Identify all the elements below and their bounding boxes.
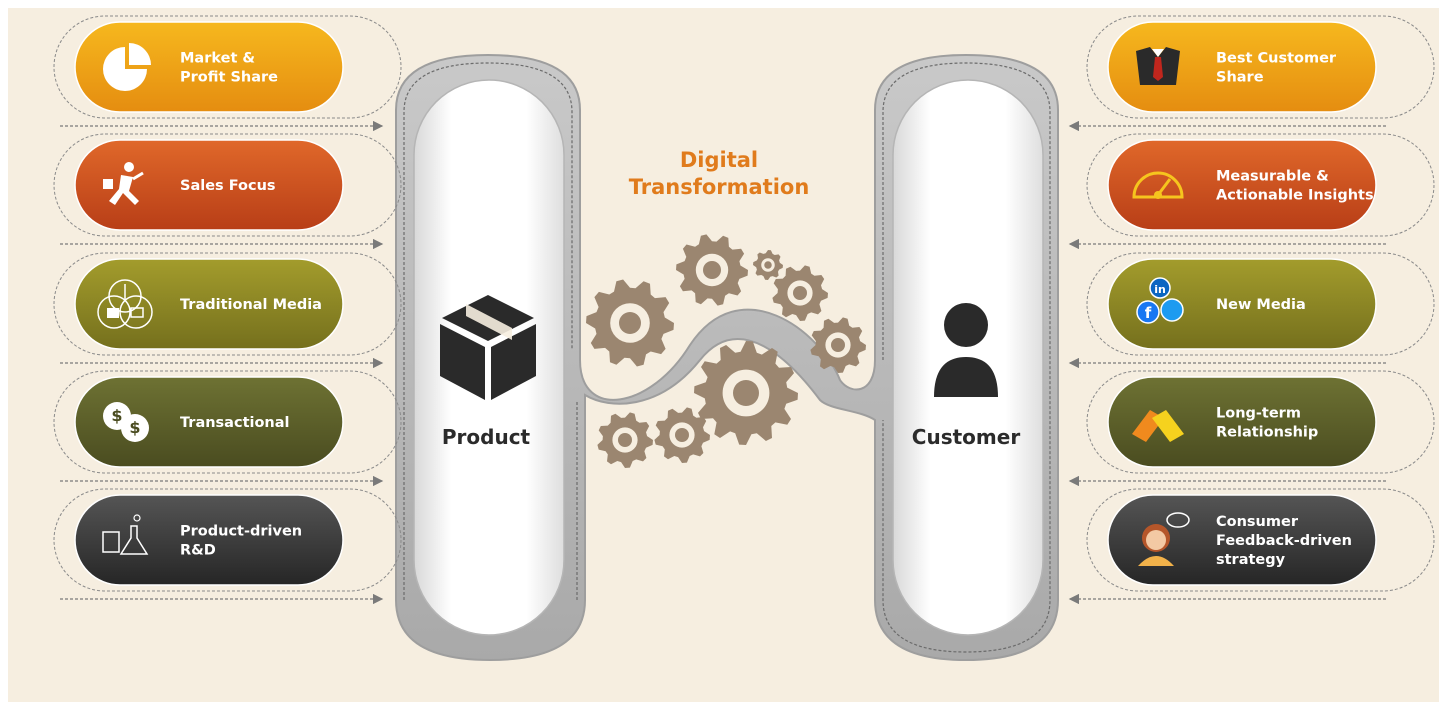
- left-pill-4: $$Transactional: [53, 370, 402, 487]
- left-pill-2-label-1: Sales Focus: [180, 178, 276, 194]
- left-pill-3: Traditional Media: [53, 252, 402, 369]
- svg-text:f: f: [1145, 304, 1152, 322]
- left-pill-1-label-1: Market &: [180, 51, 255, 67]
- left-pill-4-label-1: Transactional: [180, 415, 290, 431]
- social-media-icon: inf: [1136, 277, 1184, 324]
- woman-speech-icon: [1138, 512, 1190, 566]
- pie-chart-icon: [103, 43, 151, 91]
- right-pill-3-label-1: New Media: [1216, 297, 1306, 313]
- gear-3: [753, 250, 783, 280]
- gear-5: [810, 317, 866, 373]
- left-pill-5-label-2: R&D: [180, 543, 216, 559]
- right-pill-1-label-1: Best Customer: [1216, 51, 1337, 67]
- left-pill-1-label-2: Profit Share: [180, 70, 278, 86]
- title-line2: Transformation: [629, 175, 810, 199]
- person-icon: [934, 303, 998, 397]
- gear-8: [654, 407, 710, 463]
- right-pill-3: inf New Media: [1068, 252, 1435, 369]
- right-pill-5-label-3: strategy: [1216, 552, 1286, 568]
- box-icon: [440, 295, 536, 400]
- left-pill-5-label-1: Product-driven: [180, 524, 302, 540]
- digital-transformation-diagram: Product Customer Digital Transformation …: [53, 15, 1435, 662]
- customer-label: Customer: [912, 425, 1021, 449]
- dollar-coins-icon: $$: [103, 402, 149, 442]
- product-capsule: [413, 79, 565, 636]
- gear-4: [772, 265, 828, 321]
- left-pill-3-label-1: Traditional Media: [180, 297, 322, 313]
- suit-tie-icon: [1136, 47, 1180, 85]
- right-pill-5-label-1: Consumer: [1216, 514, 1299, 530]
- speedometer-icon: [1132, 171, 1184, 199]
- right-pill-2: Measurable & Actionable Insights: [1068, 133, 1435, 250]
- diagram-stage: Product Customer Digital Transformation …: [8, 8, 1439, 702]
- gear-2: [676, 234, 748, 306]
- title-line1: Digital: [680, 148, 758, 172]
- right-pill-4-label-2: Relationship: [1216, 425, 1318, 441]
- broadcast-media-icon: [97, 279, 153, 329]
- lab-flask-chip-icon: [102, 514, 149, 555]
- left-pill-1: Market & Profit Share: [53, 15, 402, 132]
- left-pill-2: Sales Focus: [53, 133, 402, 250]
- gears-cluster: [586, 234, 866, 468]
- svg-text:$: $: [111, 406, 122, 425]
- right-pill-1-label-2: Share: [1216, 70, 1264, 86]
- gear-7: [597, 412, 653, 468]
- svg-text:$: $: [129, 418, 140, 437]
- right-pill-2-label-1: Measurable &: [1216, 169, 1329, 185]
- gear-1: [586, 279, 674, 367]
- right-pill-4-label-1: Long-term: [1216, 406, 1301, 422]
- handshake-icon: [1132, 410, 1184, 442]
- running-businessman-icon: [103, 162, 144, 205]
- product-label: Product: [442, 425, 531, 449]
- svg-text:in: in: [1154, 283, 1166, 296]
- right-pill-5-label-2: Feedback-driven: [1216, 533, 1352, 549]
- gear-6: [694, 341, 798, 445]
- right-pill-2-label-2: Actionable Insights: [1216, 188, 1374, 204]
